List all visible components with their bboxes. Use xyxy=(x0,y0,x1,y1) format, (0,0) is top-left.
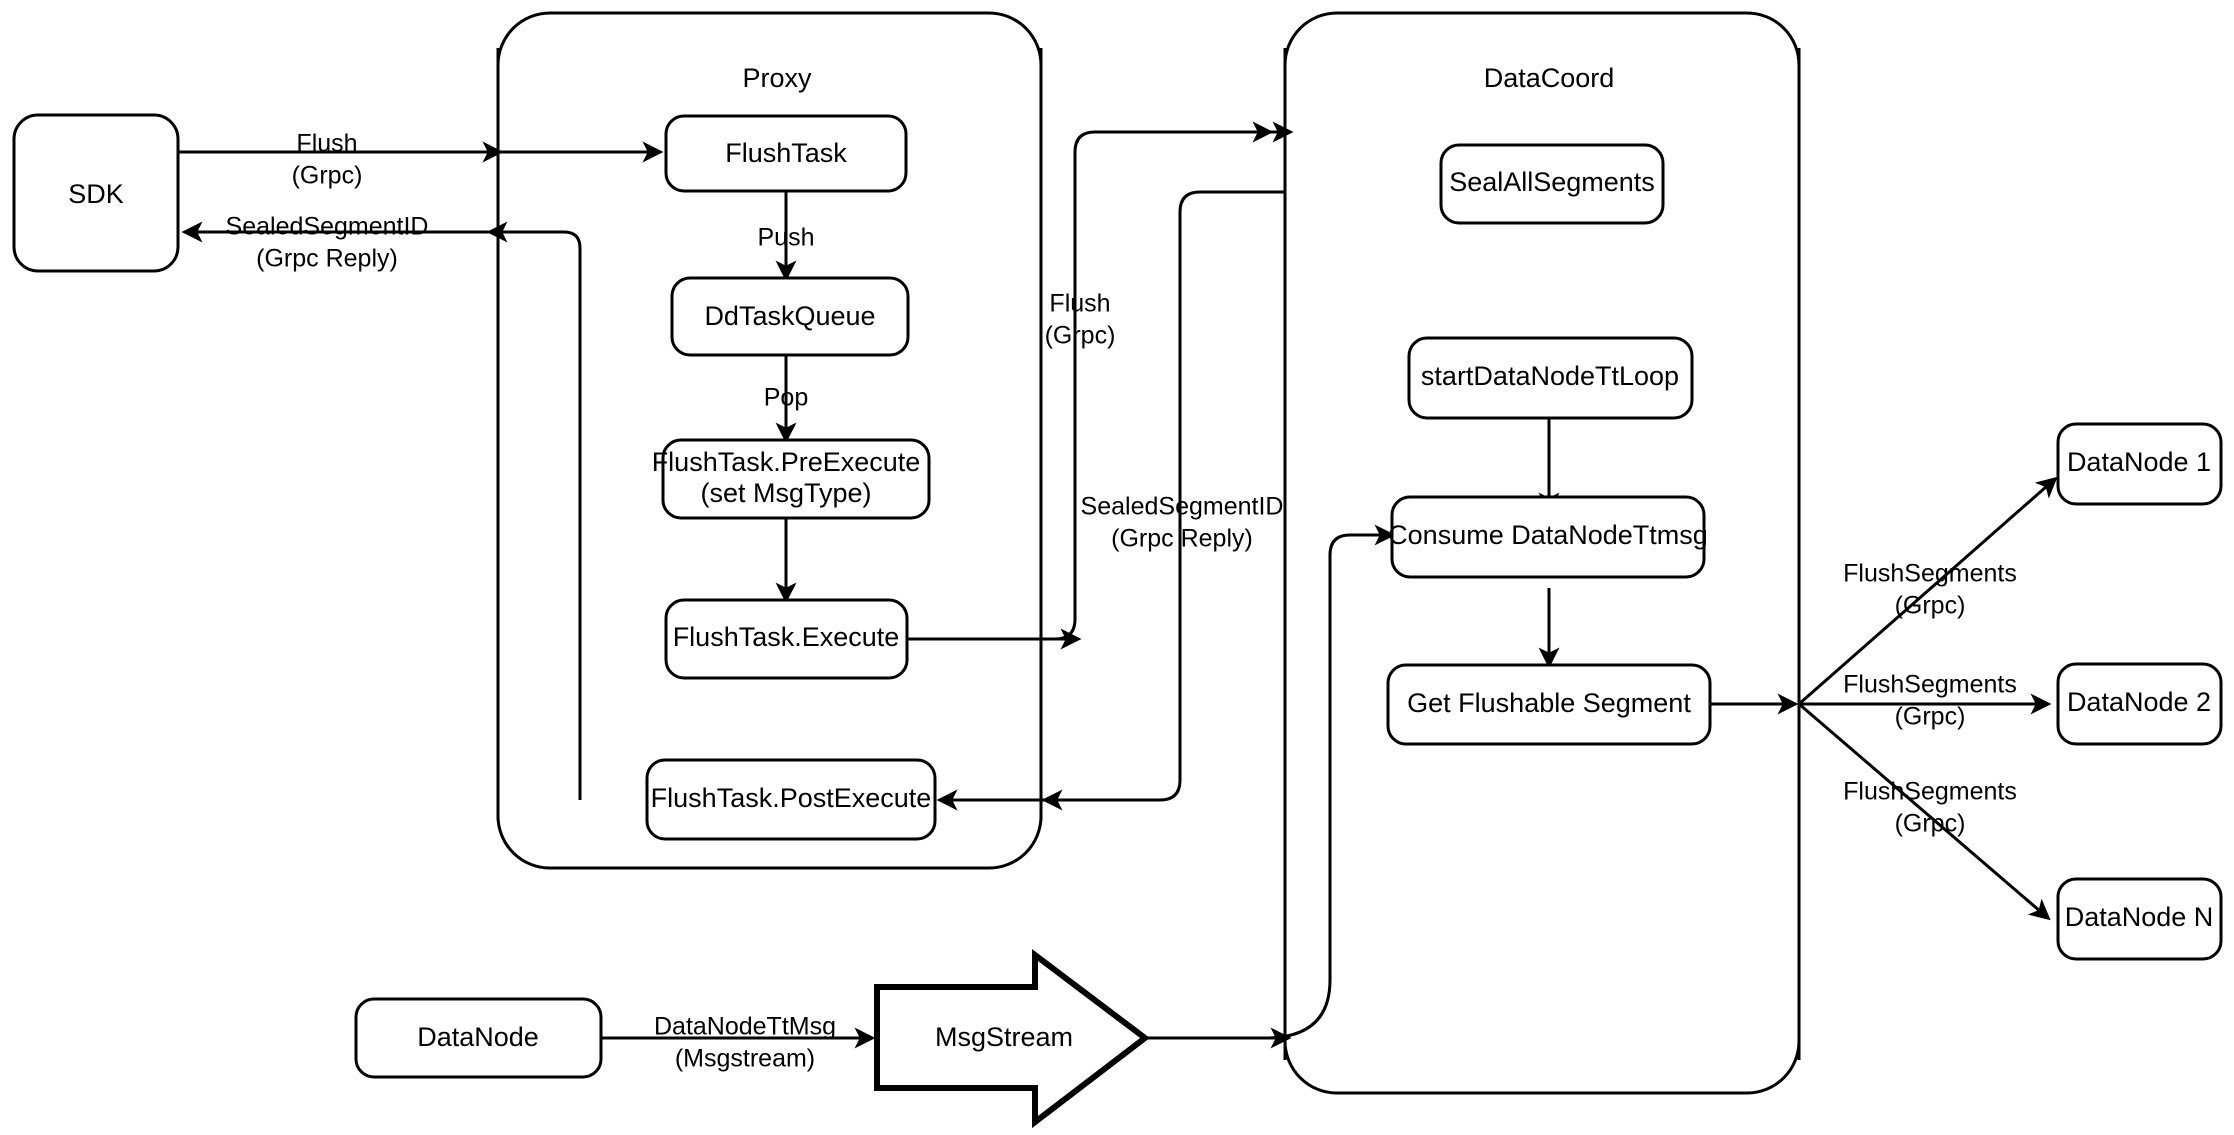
edge-label-proxy-flush-line1: Flush xyxy=(1049,290,1110,318)
node-datanode-label: DataNode xyxy=(417,1022,539,1052)
datacoord-container-label: DataCoord xyxy=(1484,63,1615,93)
node-msgstream-label: MsgStream xyxy=(935,1022,1073,1052)
node-sdk-label: SDK xyxy=(68,179,124,209)
node-ddtaskqueue-label: DdTaskQueue xyxy=(704,301,875,331)
edge-label-flushsegments-2-line2: (Grpc) xyxy=(1895,703,1966,731)
edge-msgstream-to-consume xyxy=(1145,524,1396,1040)
node-startdatanodettloop-label: startDataNodeTtLoop xyxy=(1421,361,1679,391)
node-startdatanodettloop[interactable] xyxy=(1407,336,1694,420)
edge-label-flush-grpc-line2: (Grpc) xyxy=(292,162,363,190)
edge-label-coord-sealedsegmentid-line1: SealedSegmentID xyxy=(1081,493,1284,521)
node-msgstream-shape[interactable] xyxy=(874,948,1150,1129)
node-datanode[interactable] xyxy=(354,997,603,1079)
edge-label-pop: Pop xyxy=(764,384,808,412)
node-sealallsegments[interactable] xyxy=(1439,143,1665,225)
node-sealallsegments-label: SealAllSegments xyxy=(1449,167,1655,197)
node-ddtaskqueue[interactable] xyxy=(670,276,910,357)
edge-datacoord-to-postexecute xyxy=(936,190,1285,811)
edge-label-sealedsegmentid-line2: (Grpc Reply) xyxy=(256,245,398,273)
edge-label-flushsegments-1-line2: (Grpc) xyxy=(1895,592,1966,620)
node-datanode-1-label: DataNode 1 xyxy=(2067,447,2211,477)
edge-label-push: Push xyxy=(758,224,815,252)
edge-hub-to-datanode-n xyxy=(1798,702,2051,921)
node-consume-datanodettmsg-label: Consume DataNodeTtmsg xyxy=(1388,520,1708,550)
edge-label-flushsegments-n-line2: (Grpc) xyxy=(1895,810,1966,838)
node-flushtask-postexecute-label: FlushTask.PostExecute xyxy=(651,783,932,813)
node-flushtask-label: FlushTask xyxy=(725,138,847,168)
edge-label-flushsegments-2-line1: FlushSegments xyxy=(1843,671,2017,699)
edge-proxy-to-sdk xyxy=(181,221,582,800)
node-flushtask-preexecute[interactable] xyxy=(661,438,931,520)
edge-label-proxy-flush-line2: (Grpc) xyxy=(1045,322,1116,350)
node-sdk[interactable] xyxy=(12,113,180,273)
edge-label-datanodettmsg-line2: (Msgstream) xyxy=(675,1045,815,1073)
node-datanode-1[interactable] xyxy=(2056,422,2223,506)
node-get-flushable-segment[interactable] xyxy=(1386,663,1712,746)
node-datanode-n-label: DataNode N xyxy=(2065,902,2214,932)
node-datanode-2[interactable] xyxy=(2056,662,2223,746)
edge-label-flushsegments-n-line1: FlushSegments xyxy=(1843,778,2017,806)
node-flushtask-preexecute-label-line2: (set MsgType) xyxy=(700,478,871,508)
proxy-container-label: Proxy xyxy=(742,63,812,93)
edge-execute-to-datacoord xyxy=(907,121,1274,641)
node-datanode-2-label: DataNode 2 xyxy=(2067,687,2211,717)
node-get-flushable-segment-label: Get Flushable Segment xyxy=(1407,688,1691,718)
edge-hub-to-datanode-1 xyxy=(1798,476,2058,706)
node-flushtask-execute[interactable] xyxy=(664,598,909,680)
node-datanode-n[interactable] xyxy=(2056,877,2223,961)
edge-label-coord-sealedsegmentid-line2: (Grpc Reply) xyxy=(1111,525,1253,553)
node-flushtask-execute-label: FlushTask.Execute xyxy=(673,622,900,652)
node-consume-datanodettmsg[interactable] xyxy=(1390,495,1706,579)
edge-label-flushsegments-1-line1: FlushSegments xyxy=(1843,560,2017,588)
edge-label-sealedsegmentid-line1: SealedSegmentID xyxy=(226,213,429,241)
node-flushtask-preexecute-label-line1: FlushTask.PreExecute xyxy=(652,447,921,477)
edge-label-flush-grpc-line1: Flush xyxy=(296,130,357,158)
node-flushtask-postexecute[interactable] xyxy=(645,758,937,841)
node-flushtask[interactable] xyxy=(664,114,908,193)
edge-label-datanodettmsg-line1: DataNodeTtMsg xyxy=(654,1013,836,1041)
